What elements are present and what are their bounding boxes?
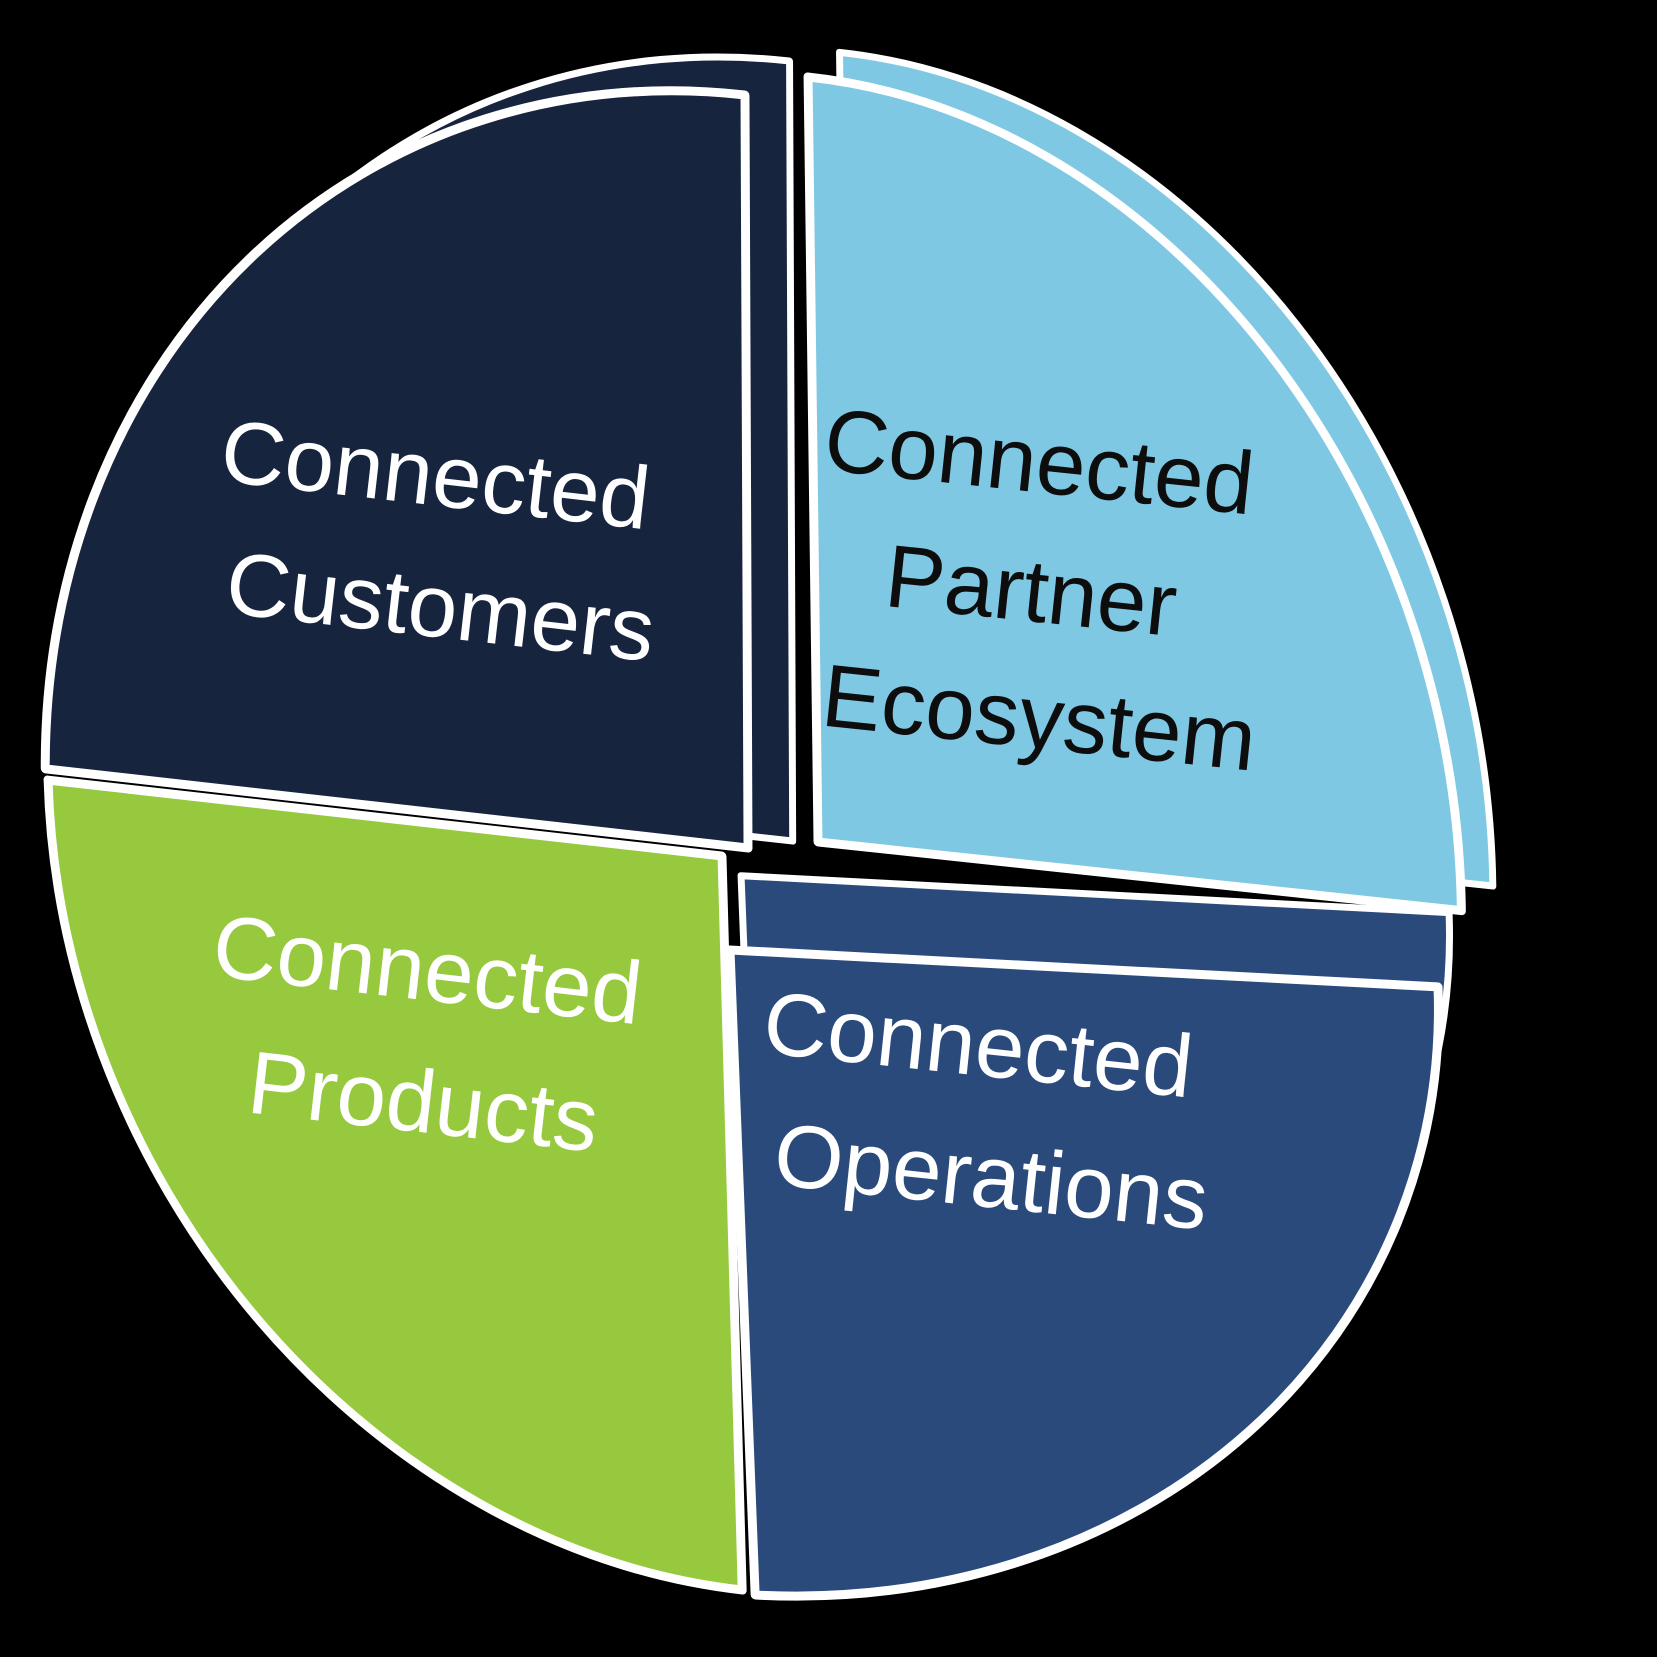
slice-connected-products [43,775,747,1595]
slice-connected-customers-face [40,86,753,853]
slice-connected-partner-ecosystem [803,48,1497,916]
slice-connected-operations [725,872,1453,1601]
slice-connected-operations-face [725,945,1443,1601]
slice-connected-partner-ecosystem-face [803,72,1466,916]
slice-connected-products-face [43,775,747,1595]
slice-connected-customers [40,53,797,853]
